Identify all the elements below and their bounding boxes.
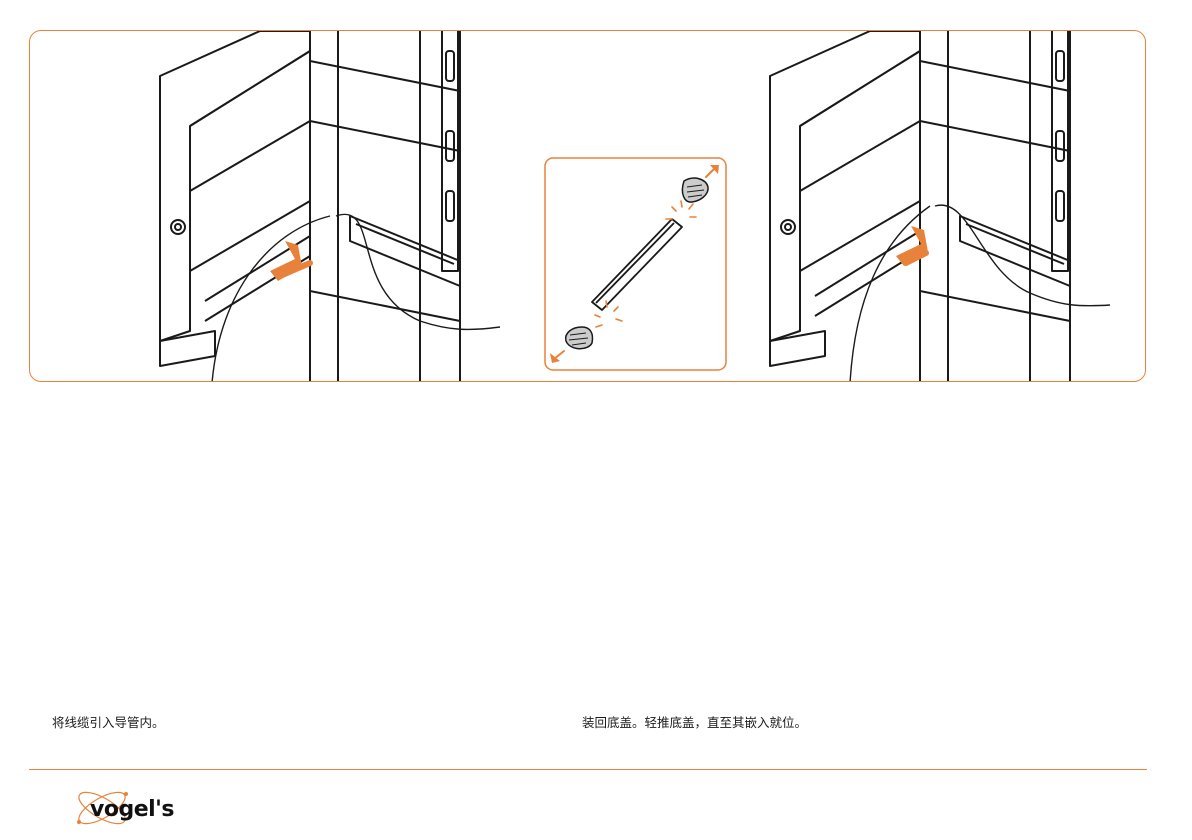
instruction-illustration-frame (29, 30, 1146, 382)
inset-cover-endcaps (544, 157, 727, 371)
footer-divider (29, 769, 1147, 770)
caption-step-right: 装回底盖。轻推底盖，直至其嵌入就位。 (582, 713, 807, 733)
brand-logo: vogel's (74, 786, 204, 832)
brand-logo-text: vogel's (90, 797, 174, 822)
up-right-arrow-icon (270, 241, 310, 281)
caption-step-left: 将线缆引入导管内。 (52, 713, 165, 733)
illustration-step-cable-into-conduit (120, 31, 500, 382)
illustration-step-cover-push (730, 31, 1110, 382)
